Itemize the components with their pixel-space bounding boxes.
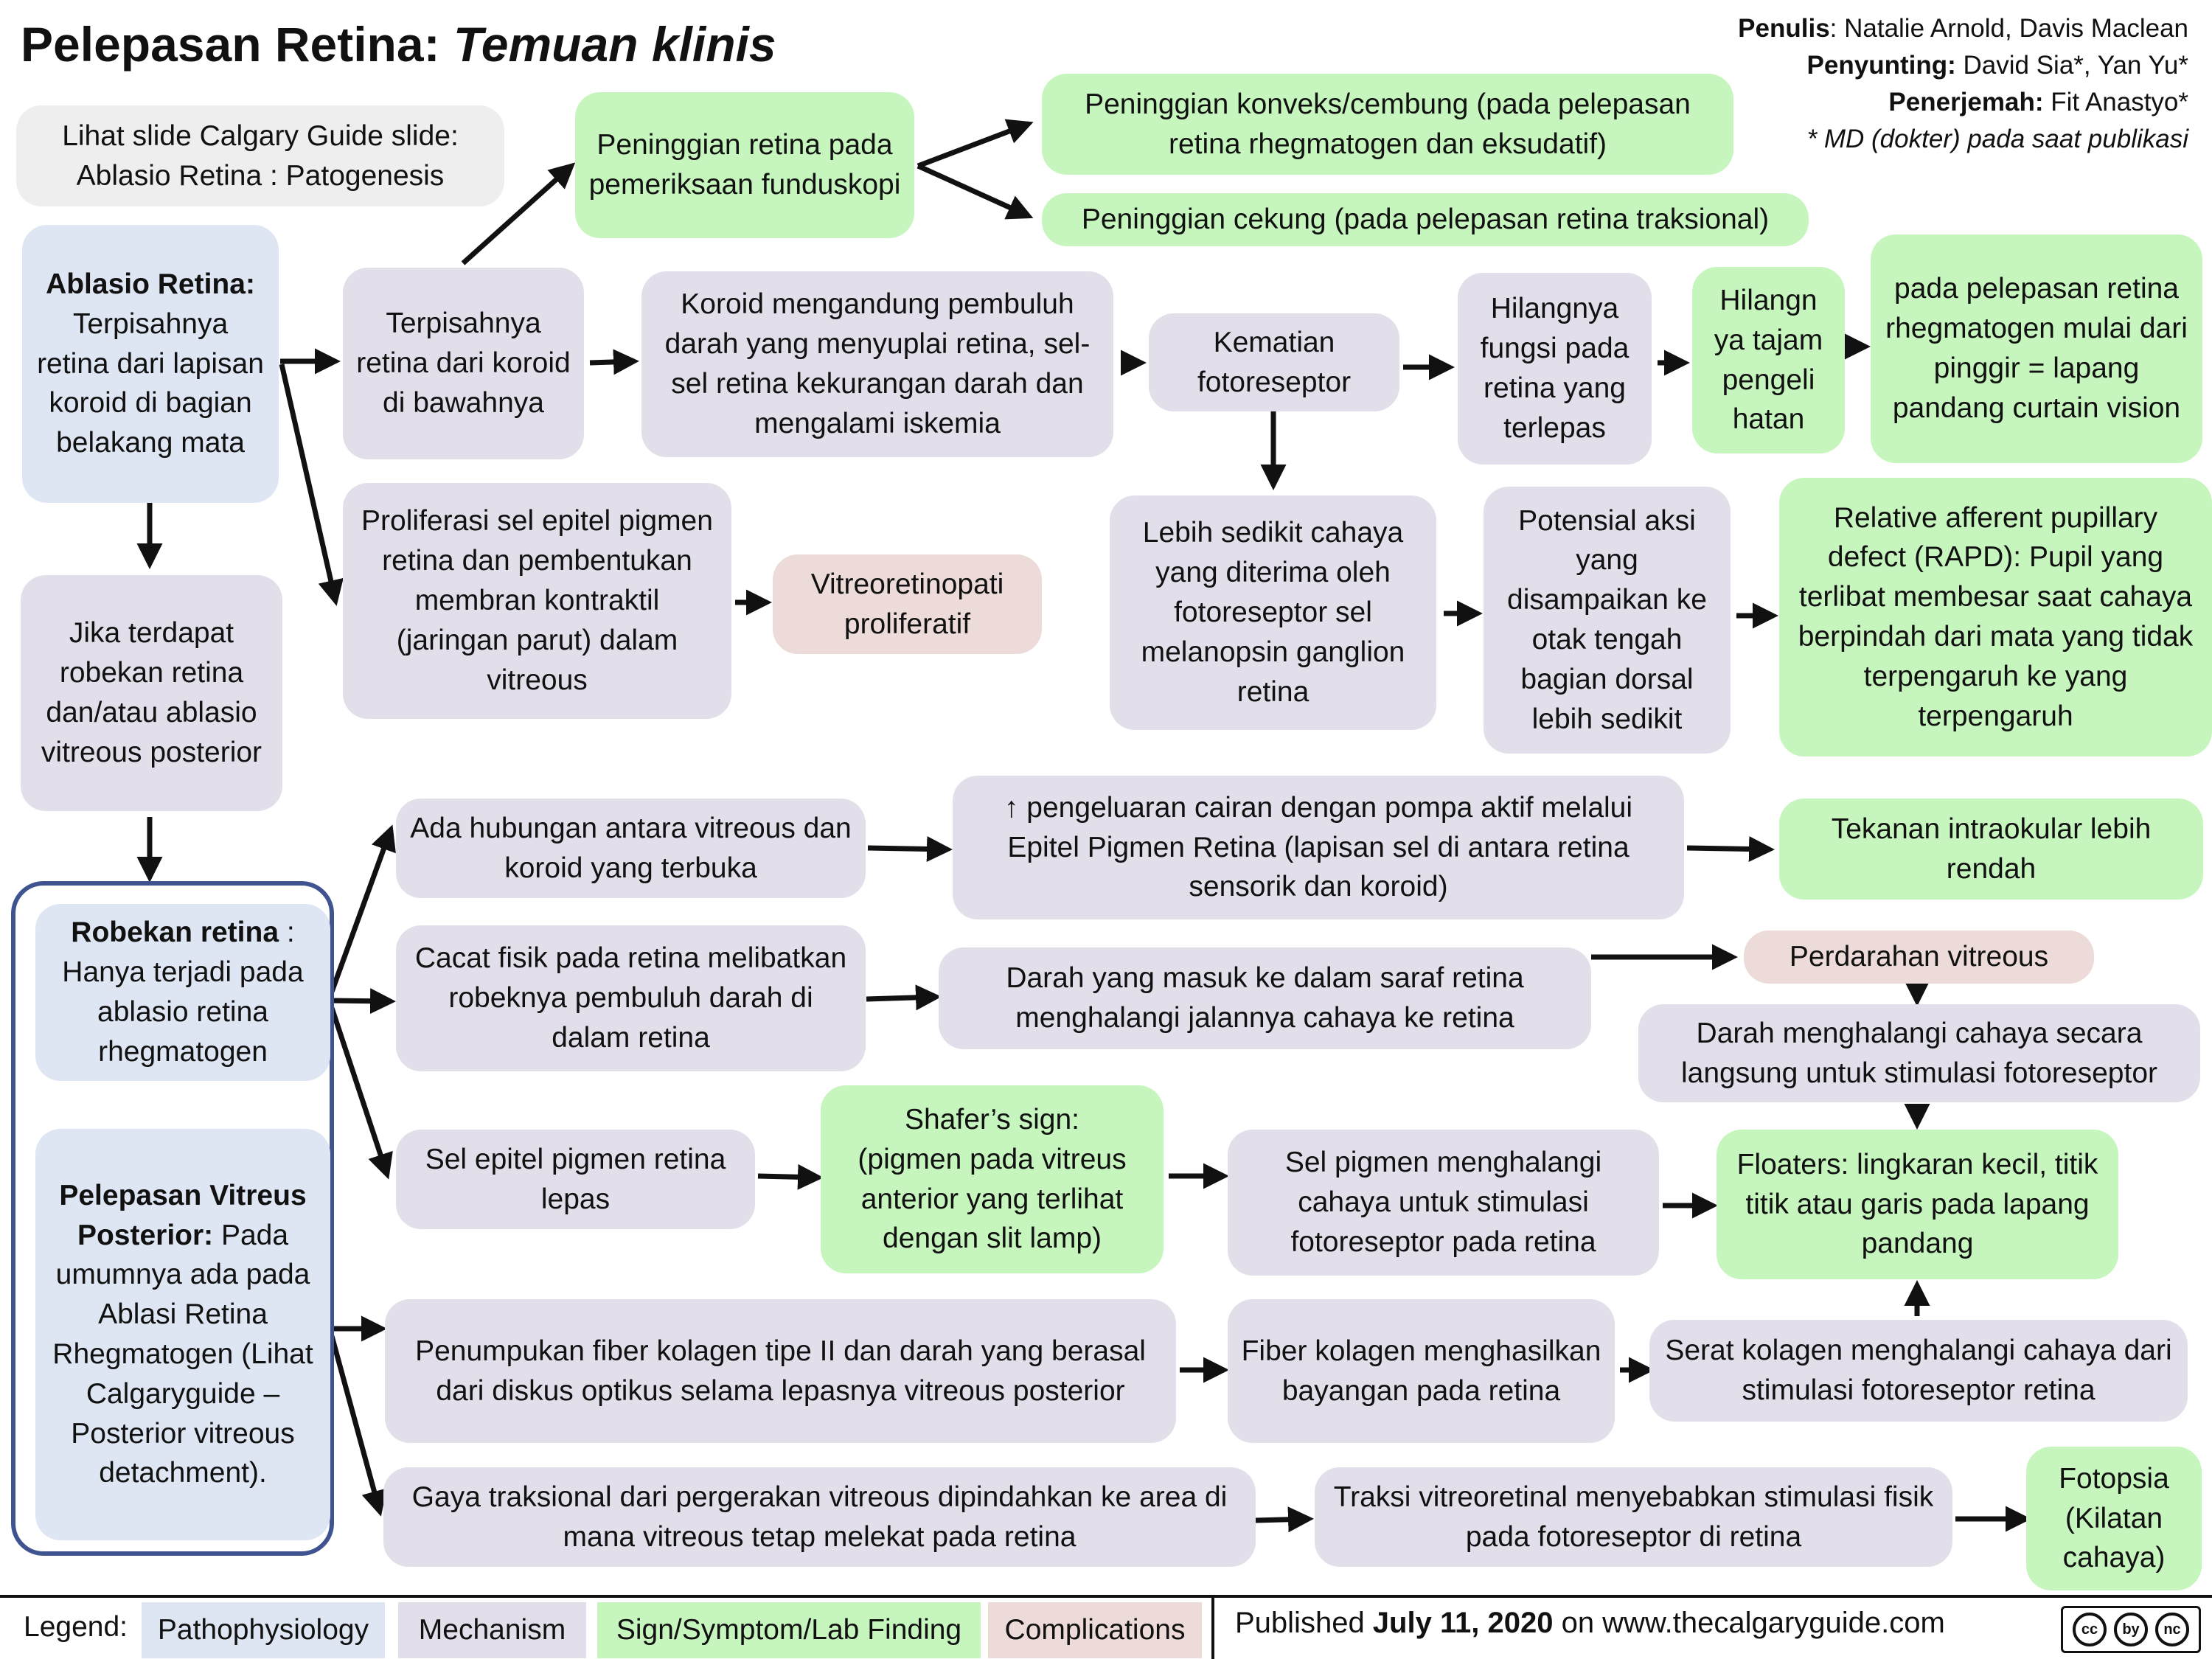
nc-icon: nc: [2155, 1613, 2189, 1646]
legend-sign-symptom: Sign/Symptom/Lab Finding: [597, 1602, 981, 1658]
photopsia-box: Fotopsia (Kilatan cahaya): [2026, 1447, 2202, 1590]
proliferation-box: Proliferasi sel epitel pigmen retina dan…: [343, 483, 731, 719]
legend-label: Legend:: [24, 1611, 128, 1643]
action-potential-box: Potensial aksi yang disampaikan ke otak …: [1484, 487, 1731, 754]
legend-mechanism: Mechanism: [398, 1602, 586, 1658]
retina-elevation-box: Peninggian retina pada pemeriksaan fundu…: [575, 92, 914, 238]
photoreceptor-death-box: Kematian fotoreseptor: [1149, 313, 1399, 411]
rpe-detach-box: Sel epitel pigmen retina lepas: [396, 1130, 755, 1229]
credits: Penulis: Natalie Arnold, Davis Maclean P…: [1738, 14, 2188, 154]
physical-defect-box: Cacat fisik pada retina melibatkan robek…: [396, 925, 866, 1071]
ablasio-retina-box: Ablasio Retina: Terpisahnya retina dari …: [22, 225, 279, 503]
loss-of-function-box: Hilangnya fungsi pada retina yang terlep…: [1458, 273, 1652, 465]
collagen-shadow-box: Fiber kolagen menghasilkan bayangan pada…: [1228, 1299, 1615, 1443]
retina-separation-box: Terpisahnya retina dari koroid di bawahn…: [343, 268, 584, 459]
blood-blocks-light-box: Darah menghalangi cahaya secara langsung…: [1638, 1004, 2200, 1102]
collagen-accumulation-box: Penumpukan fiber kolagen tipe II dan dar…: [385, 1299, 1176, 1443]
legend-complications: Complications: [988, 1602, 1202, 1658]
shafer-sign-box: Shafer’s sign: (pigmen pada vitreus ante…: [821, 1085, 1164, 1273]
choroid-ischemia-box: Koroid mengandung pembuluh darah yang me…: [641, 271, 1113, 457]
pvr-complication-box: Vitreoretinopati proliferatif: [773, 554, 1042, 654]
curtain-vision-box: pada pelepasan retina rhegmatogen mulai …: [1871, 234, 2202, 463]
blood-enters-box: Darah yang masuk ke dalam saraf retina m…: [939, 947, 1591, 1049]
see-slide-note: Lihat slide Calgary Guide slide: Ablasio…: [16, 105, 504, 206]
legend-pathophysiology: Pathophysiology: [142, 1602, 385, 1658]
vitreous-hemorrhage-box: Perdarahan vitreous: [1744, 931, 2094, 984]
collagen-blocks-light-box: Serat kolagen menghalangi cahaya dari st…: [1649, 1320, 2188, 1422]
license-badge: cc by nc: [2061, 1606, 2201, 1653]
fluid-outflow-box: ↑ pengeluaran cairan dengan pompa aktif …: [953, 776, 1684, 919]
retinal-tear-box: Robekan retina : Hanya terjadi pada abla…: [35, 904, 330, 1081]
tear-pvd-group: Robekan retina : Hanya terjadi pada abla…: [11, 881, 334, 1556]
posterior-vitreous-detachment-box: Pelepasan Vitreus Posterior: Pada umumny…: [35, 1129, 330, 1540]
floaters-box: Floaters: lingkaran kecil, titik titik a…: [1717, 1130, 2118, 1279]
concave-elevation-box: Peninggian cekung (pada pelepasan retina…: [1042, 193, 1809, 246]
less-light-box: Lebih sedikit cahaya yang diterima oleh …: [1110, 495, 1436, 730]
lower-iop-box: Tekanan intraokular lebih rendah: [1779, 799, 2203, 900]
vitreous-choroid-connection-box: Ada hubungan antara vitreous dan koroid …: [396, 799, 866, 898]
tear-condition-box: Jika terdapat robekan retina dan/atau ab…: [21, 575, 282, 811]
pigment-blocks-light-box: Sel pigmen menghalangi cahaya untuk stim…: [1228, 1130, 1659, 1276]
rapd-box: Relative afferent pupillary defect (RAPD…: [1779, 478, 2212, 757]
published-note: Published July 11, 2020 on www.thecalgar…: [1235, 1607, 1945, 1639]
page-title: Pelepasan Retina: Temuan klinis: [21, 17, 776, 72]
vitreoretinal-traction-box: Traksi vitreoretinal menyebabkan stimula…: [1315, 1467, 1952, 1567]
legend-bar: Legend: Pathophysiology Mechanism Sign/S…: [0, 1595, 2212, 1659]
cc-icon: cc: [2073, 1613, 2107, 1646]
traction-force-box: Gaya traksional dari pergerakan vitreous…: [383, 1467, 1256, 1567]
by-icon: by: [2114, 1613, 2148, 1646]
legend-divider: [1211, 1598, 1214, 1659]
convex-elevation-box: Peninggian konveks/cembung (pada pelepas…: [1042, 74, 1733, 175]
visual-acuity-loss-box: Hilangn ya tajam pengeli hatan: [1692, 267, 1845, 453]
